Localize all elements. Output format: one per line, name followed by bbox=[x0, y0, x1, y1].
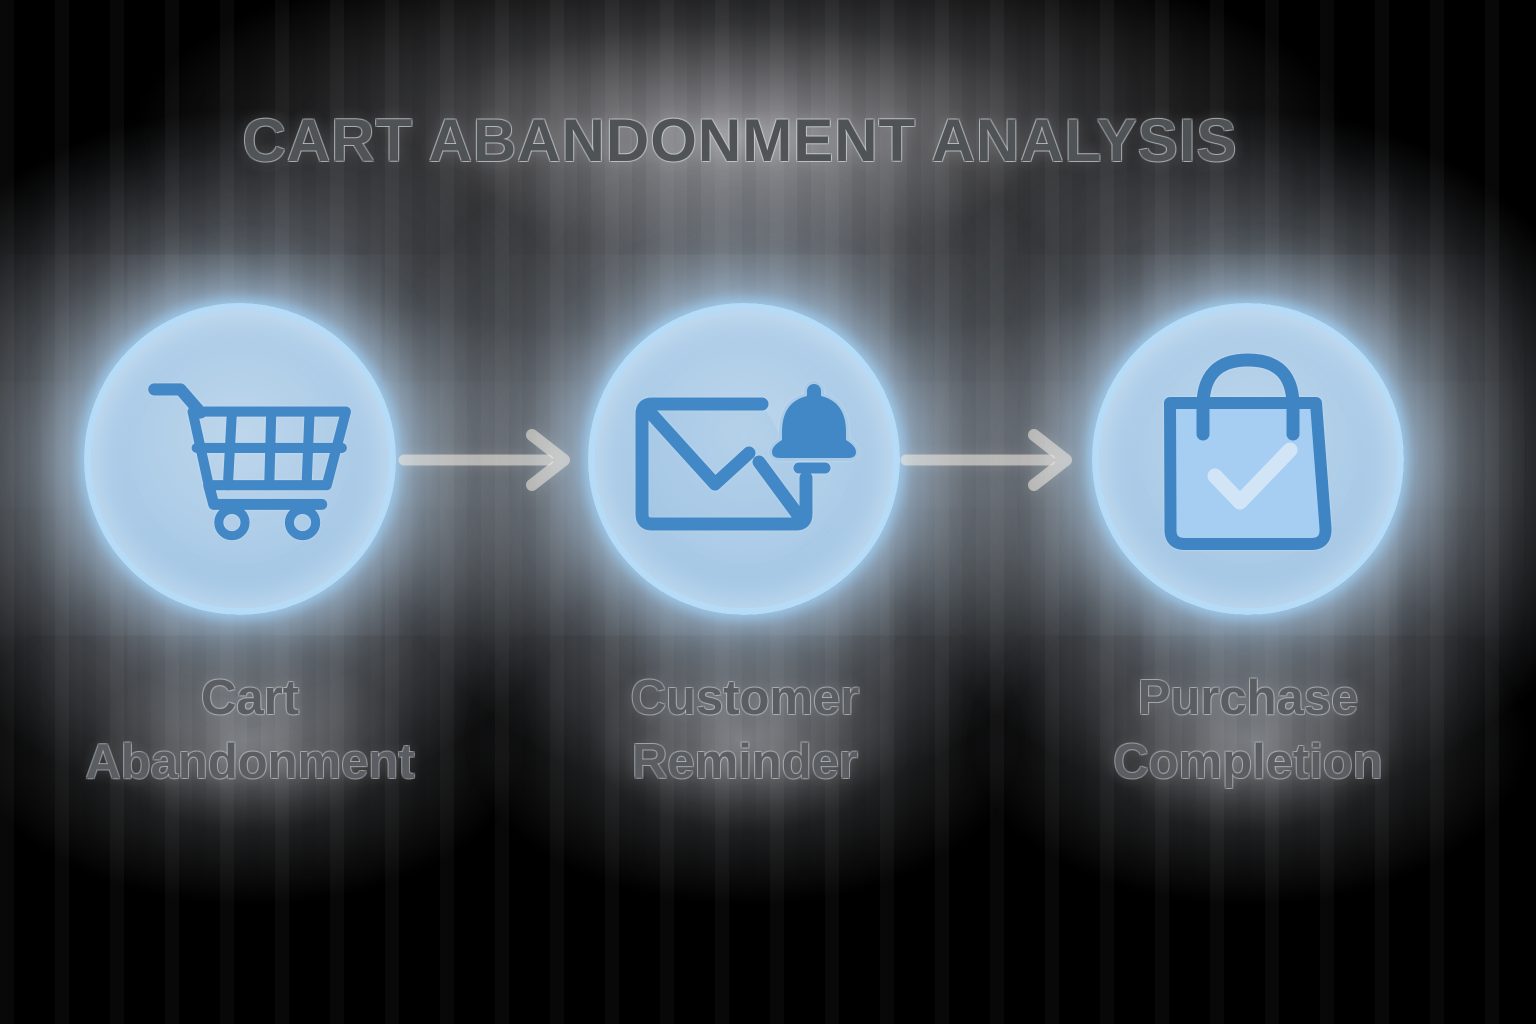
diagram-title: CART ABANDONMENT ANALYSIS bbox=[242, 107, 1238, 174]
step-label-line: Abandonment bbox=[85, 735, 415, 789]
flow-arrow-2 bbox=[900, 429, 1072, 491]
envelope-bell-icon bbox=[635, 381, 860, 531]
step-label-line: Customer bbox=[630, 671, 860, 725]
shopping-bag-check-icon bbox=[1164, 352, 1332, 550]
flow-arrow-1 bbox=[398, 429, 570, 491]
step-label-purchase-completion: Purchase Completion bbox=[1028, 666, 1468, 794]
step-node-purchase-completion bbox=[1092, 303, 1404, 615]
step-label-line: Purchase bbox=[1137, 671, 1359, 725]
step-label-cart-abandonment: Cart Abandonment bbox=[30, 666, 470, 794]
step-label-line: Cart bbox=[200, 671, 300, 725]
step-label-customer-reminder: Customer Reminder bbox=[525, 666, 965, 794]
step-label-line: Completion bbox=[1113, 735, 1383, 789]
step-node-cart-abandonment bbox=[84, 303, 396, 615]
shopping-cart-icon bbox=[148, 382, 351, 540]
step-node-customer-reminder bbox=[588, 303, 900, 615]
step-label-line: Reminder bbox=[631, 735, 858, 789]
